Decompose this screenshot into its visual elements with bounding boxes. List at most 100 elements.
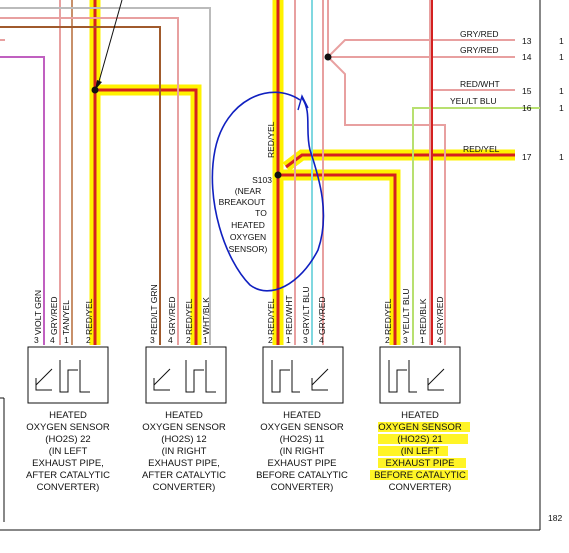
- page-number: 182: [548, 513, 562, 523]
- wire-label-vertical: RED/YEL: [383, 298, 393, 335]
- pin-number: 2: [186, 335, 191, 345]
- caption: HEATED OXYGEN SENSOR (HO2S) 11 (IN RIGHT…: [256, 410, 348, 493]
- caption-line: EXHAUST PIPE: [268, 458, 337, 469]
- wire-label: GRY/RED: [460, 45, 499, 55]
- pin-number-margin: 1: [559, 152, 564, 162]
- splice-note-line: SENSOR): [229, 244, 268, 254]
- caption-line: CONVERTER): [153, 482, 216, 493]
- wire-label-vertical: RED/YEL: [84, 298, 94, 335]
- wire-layer: [0, 0, 540, 345]
- pin-number-margin: 1: [559, 36, 564, 46]
- caption-line: HEATED: [401, 410, 439, 421]
- splice-id: S103: [252, 175, 272, 185]
- sensor-ho2s-22: VIOLT GRN GRY/RED TAN/YEL RED/YEL 3 4 1 …: [26, 290, 110, 493]
- sensor-ho2s-11: RED/YEL RED/WHT GRY/LT BLU GRY/RED 2 1 3…: [256, 286, 348, 493]
- wire-label: YEL/LT BLU: [450, 96, 496, 106]
- caption-line: OXYGEN SENSOR: [378, 422, 462, 433]
- annotation-mark: [297, 94, 309, 111]
- splice-dot-s103: [274, 171, 282, 179]
- caption-line: CONVERTER): [37, 482, 100, 493]
- splice-note-line: BREAKOUT: [219, 197, 266, 207]
- caption-line: OXYGEN SENSOR: [26, 422, 110, 433]
- pin-number: 13: [522, 36, 532, 46]
- caption-highlight: [378, 446, 448, 456]
- caption-line: EXHAUST PIPE,: [32, 458, 104, 469]
- caption-highlight: [370, 470, 468, 480]
- pin-number: 4: [168, 335, 173, 345]
- sensor-symbol: [427, 368, 445, 391]
- wire-label: RED/YEL: [463, 144, 500, 154]
- wire-label-vertical: RED/BLK: [418, 298, 428, 335]
- caption-line: HEATED: [283, 410, 321, 421]
- pin-number: 14: [522, 52, 532, 62]
- caption-line: AFTER CATALYTIC: [26, 470, 110, 481]
- caption: HEATED OXYGEN SENSOR (HO2S) 21 (IN LEFT …: [374, 410, 466, 493]
- sensor-symbol: [311, 368, 329, 391]
- pin-number: 3: [303, 335, 308, 345]
- heater-symbol: [59, 360, 90, 393]
- pointer-arrow: [97, 0, 123, 86]
- pin-number: 3: [34, 335, 39, 345]
- wire-label-vertical: GRY/RED: [435, 296, 445, 335]
- wire-label-vertical: TAN/YEL: [61, 300, 71, 335]
- pin-number: 3: [150, 335, 155, 345]
- sensor-symbol: [153, 368, 171, 391]
- sensor-ho2s-12: RED/LT GRN GRY/RED RED/YEL WHT/BLK 3 4 2…: [142, 284, 227, 493]
- right-labels: GRY/RED 13 GRY/RED 14 RED/WHT 15 YEL/LT …: [450, 29, 564, 523]
- pin-number: 2: [268, 335, 273, 345]
- sensor-symbol: [35, 368, 53, 391]
- pin-number: 2: [86, 335, 91, 345]
- caption-line: (IN RIGHT: [162, 446, 207, 457]
- caption-highlight: [378, 434, 468, 444]
- caption-line: (IN LEFT: [401, 446, 440, 457]
- splice-note-line: HEATED: [231, 220, 265, 230]
- caption-line: (HO2S) 22: [45, 434, 90, 445]
- splice-note-line: (NEAR: [235, 186, 261, 196]
- pin-number: 15: [522, 86, 532, 96]
- wire-label-vertical: WHT/BLK: [201, 297, 211, 335]
- wire-label-vertical: RED/LT GRN: [149, 284, 159, 335]
- wire-label-vertical: YEL/LT BLU: [401, 289, 411, 335]
- wire-label-vertical: GRY/LT BLU: [301, 286, 311, 335]
- wire-label-vertical: GRY/RED: [317, 296, 327, 335]
- heater-symbol: [388, 360, 417, 393]
- pin-number: 2: [385, 335, 390, 345]
- pin-number: 17: [522, 152, 532, 162]
- pin-number: 4: [50, 335, 55, 345]
- caption: HEATED OXYGEN SENSOR (HO2S) 22 (IN LEFT …: [26, 410, 110, 493]
- caption-line: EXHAUST PIPE,: [148, 458, 220, 469]
- pin-number: 3: [403, 335, 408, 345]
- caption-line: (IN RIGHT: [280, 446, 325, 457]
- pin-number-margin: 1: [559, 52, 564, 62]
- caption-line: EXHAUST PIPE: [386, 458, 455, 469]
- caption-highlight: [378, 458, 466, 468]
- caption-line: HEATED: [49, 410, 87, 421]
- caption-line: BEFORE CATALYTIC: [374, 470, 466, 481]
- caption-line: OXYGEN SENSOR: [142, 422, 226, 433]
- caption-line: CONVERTER): [271, 482, 334, 493]
- caption-line: BEFORE CATALYTIC: [256, 470, 348, 481]
- wire-label-vertical: RED/YEL: [266, 298, 276, 335]
- splice-note: S103 (NEAR BREAKOUT TO HEATED OXYGEN SEN…: [219, 175, 273, 254]
- caption-line: (HO2S) 21: [397, 434, 442, 445]
- caption-line: HEATED: [165, 410, 203, 421]
- annotation-circle: [211, 91, 325, 292]
- caption-line: (HO2S) 11: [280, 434, 325, 445]
- sensor-box: [379, 346, 461, 404]
- splice-note-line: OXYGEN: [230, 232, 266, 242]
- pointer-arrowhead: [95, 80, 102, 90]
- sensor-box: [262, 346, 344, 404]
- pin-number-margin: 1: [559, 86, 564, 96]
- sensor-ho2s-21: RED/YEL YEL/LT BLU RED/BLK GRY/RED 2 3 1…: [370, 289, 470, 493]
- caption-line: (HO2S) 12: [161, 434, 206, 445]
- pin-number: 1: [286, 335, 291, 345]
- pin-number-margin: 1: [559, 103, 564, 113]
- pin-number: 1: [64, 335, 69, 345]
- caption-highlight: [378, 422, 470, 432]
- pin-number: 1: [420, 335, 425, 345]
- heater-symbol: [271, 360, 300, 393]
- wire-label-vertical: GRY/RED: [49, 296, 59, 335]
- wire-label-vertical: RED/YEL: [184, 298, 194, 335]
- wire-label-vertical: VIOLT GRN: [33, 290, 43, 335]
